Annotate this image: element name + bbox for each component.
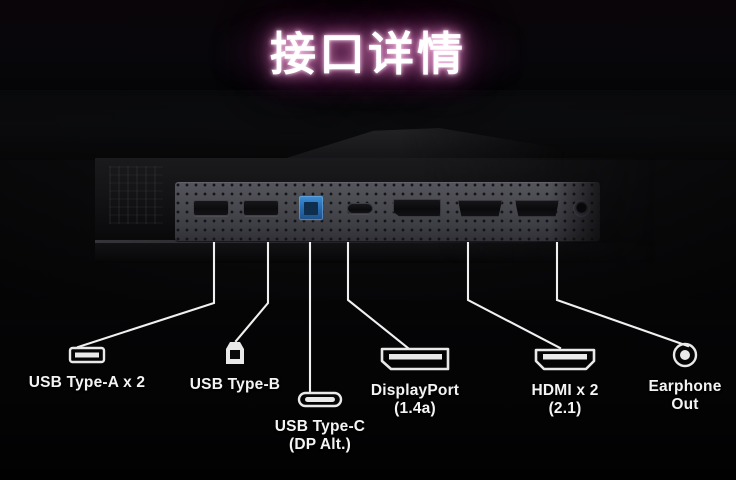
callout-earphone-out-sublabel: Out xyxy=(671,396,699,414)
port-earphone-out[interactable] xyxy=(573,200,590,217)
hdmi-icon xyxy=(534,348,596,371)
callout-displayport: DisplayPort (1.4a) xyxy=(340,344,490,419)
title-text: 接口详情 xyxy=(270,27,466,81)
monitor-vent-grille xyxy=(109,166,163,224)
usb-type-c-icon xyxy=(297,391,343,408)
callout-earphone-out: Earphone Out xyxy=(635,340,735,415)
page-title: 接口详情 xyxy=(0,5,736,101)
callout-usb-b: USB Type-B xyxy=(170,338,300,394)
usb-type-b-icon xyxy=(226,342,244,364)
displayport-icon xyxy=(380,347,450,371)
port-displayport[interactable] xyxy=(393,199,441,217)
headphone-jack-icon xyxy=(672,342,698,368)
title-glow-wrapper: 接口详情 xyxy=(218,5,518,101)
callout-usb-c-sublabel: (DP Alt.) xyxy=(288,436,352,454)
port-usb-a-2[interactable] xyxy=(243,200,279,216)
port-hdmi-2[interactable] xyxy=(515,200,559,217)
io-port-plate xyxy=(175,182,600,242)
callout-hdmi-label: HDMI x 2 xyxy=(531,382,599,399)
port-hdmi-1[interactable] xyxy=(458,200,502,217)
callout-usb-a-label: USB Type-A x 2 xyxy=(28,374,146,391)
callout-hdmi-sublabel: (2.1) xyxy=(548,400,582,418)
port-usb-a-1[interactable] xyxy=(193,200,229,216)
callout-usb-a: USB Type-A x 2 xyxy=(2,344,172,392)
callout-displayport-sublabel: (1.4a) xyxy=(394,400,436,418)
monitor-rear-view xyxy=(95,128,655,268)
port-usb-c[interactable] xyxy=(347,203,373,214)
callout-displayport-label: DisplayPort xyxy=(370,382,460,399)
callout-usb-c-label: USB Type-C xyxy=(274,418,366,435)
usb-type-a-icon xyxy=(68,346,106,364)
callout-hdmi: HDMI x 2 (2.1) xyxy=(495,344,635,419)
port-usb-b[interactable] xyxy=(299,196,323,220)
monitor-bottom-panel xyxy=(95,243,655,263)
callout-earphone-out-label: Earphone xyxy=(648,378,722,395)
